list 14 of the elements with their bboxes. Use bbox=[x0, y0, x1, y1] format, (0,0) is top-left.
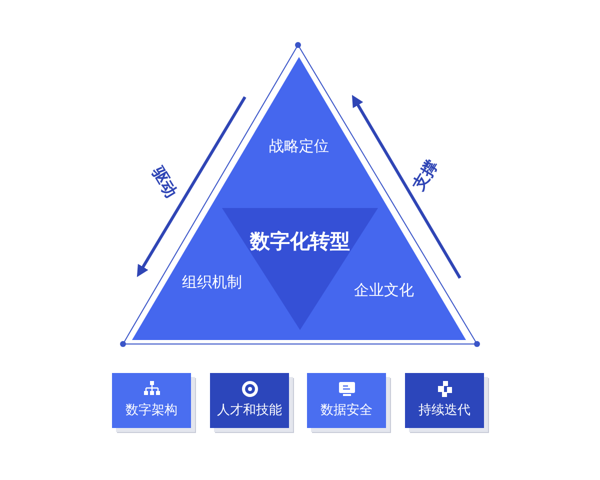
card-label: 数据安全 bbox=[320, 402, 374, 420]
card-label: 持续迭代 bbox=[418, 402, 472, 420]
region-label: 战略定位 bbox=[269, 136, 329, 157]
card-label: 人才和技能 bbox=[216, 402, 283, 420]
card-label: 数字架构 bbox=[124, 402, 178, 420]
category-card bbox=[112, 373, 191, 428]
category-card bbox=[405, 373, 484, 428]
direction-label: 驱动 bbox=[147, 163, 182, 202]
category-card bbox=[210, 373, 289, 428]
region-label: 组织机制 bbox=[182, 272, 242, 293]
category-card bbox=[307, 373, 386, 428]
direction-label: 支撑 bbox=[408, 156, 443, 195]
region-label: 企业文化 bbox=[354, 280, 414, 301]
region-label: 数字化转型 bbox=[250, 228, 350, 255]
